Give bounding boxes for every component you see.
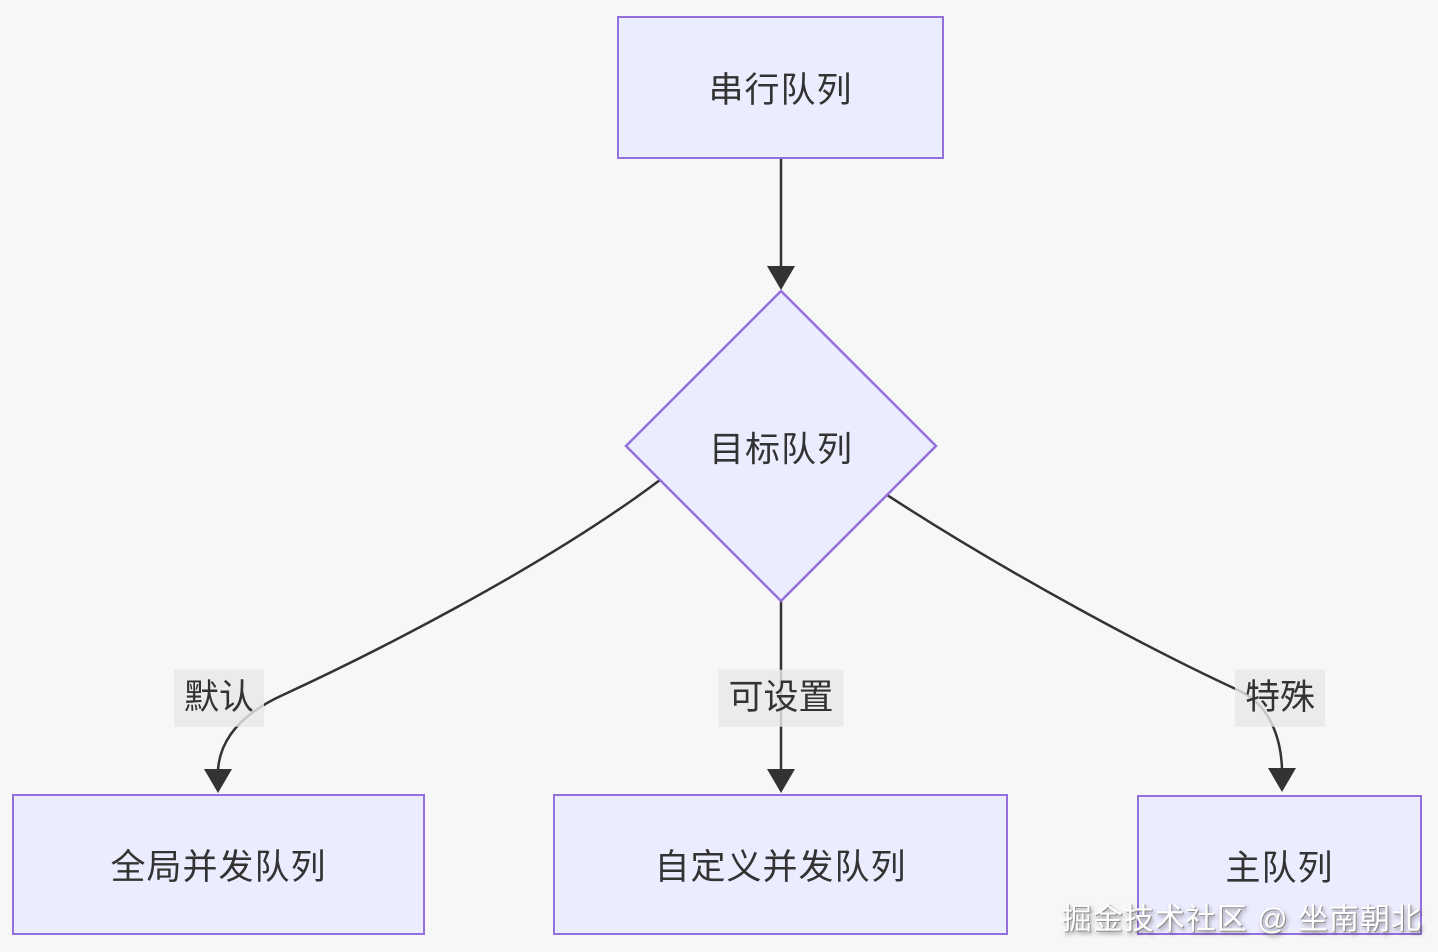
node-global-concurrent-queue-label: 全局并发队列 xyxy=(110,848,327,887)
arrowhead-global xyxy=(204,769,232,793)
node-serial-queue-label: 串行队列 xyxy=(708,71,853,110)
edge-label-default: 默认 xyxy=(173,669,265,727)
node-custom-concurrent-queue-label: 自定义并发队列 xyxy=(654,848,907,887)
node-main-queue-label: 主队列 xyxy=(1225,848,1334,888)
edge-label-settable: 可设置 xyxy=(718,669,844,727)
edge-label-special: 特殊 xyxy=(1234,669,1326,727)
arrowhead-target xyxy=(767,266,795,290)
node-target-queue-label: 目标队列 xyxy=(708,430,854,470)
arrowhead-custom xyxy=(767,769,795,793)
edge-target-to-global xyxy=(216,478,661,771)
node-global-concurrent-queue: 全局并发队列 xyxy=(12,794,425,935)
node-main-queue: 主队列 xyxy=(1137,795,1422,935)
arrowhead-main xyxy=(1268,768,1296,792)
edge-target-to-main xyxy=(886,493,1284,770)
node-serial-queue: 串行队列 xyxy=(617,16,944,159)
node-custom-concurrent-queue: 自定义并发队列 xyxy=(553,794,1008,935)
watermark-text: 掘金技术社区 @ 坐南朝北 xyxy=(1061,903,1422,936)
target-queue-diamond xyxy=(624,289,938,603)
